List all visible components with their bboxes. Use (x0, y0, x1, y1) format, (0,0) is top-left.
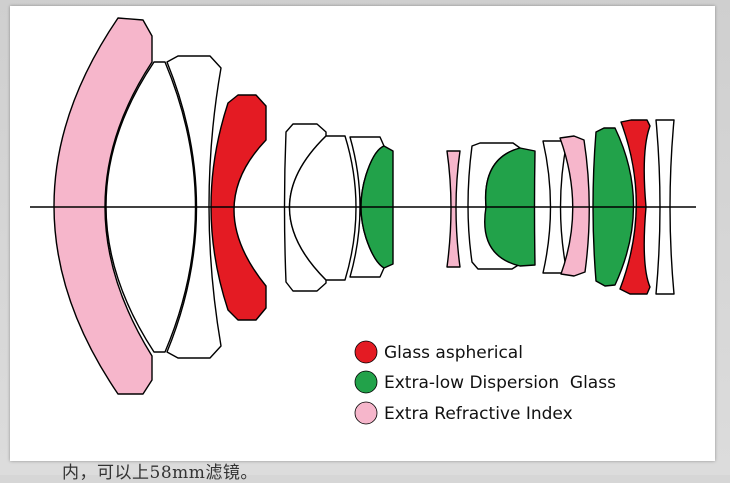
lens-element-4-aspherical (210, 94, 267, 321)
lens-element-1-extra-refractive (53, 17, 153, 395)
legend-swatch-extra-refractive (354, 401, 378, 425)
lens-element-13-extra-refractive (559, 135, 590, 277)
legend-label-aspherical: Glass aspherical (384, 343, 523, 363)
legend-label-extra-refractive: Extra Refractive Index (384, 404, 573, 424)
legend-label-ed-glass: Extra-low Dispersion Glass (384, 373, 616, 393)
lens-element-6 (288, 135, 357, 281)
legend-swatch-aspherical (354, 340, 378, 364)
lens-element-3 (166, 55, 222, 359)
lens-element-15-aspherical (619, 119, 651, 295)
background-page-text: 内，可以上58mm滤镜。 (62, 463, 258, 483)
lens-element-9-extra-refractive (446, 150, 461, 268)
legend: Glass aspherical Extra-low Dispersion Gl… (354, 340, 616, 425)
legend-swatch-ed-glass (354, 370, 378, 394)
